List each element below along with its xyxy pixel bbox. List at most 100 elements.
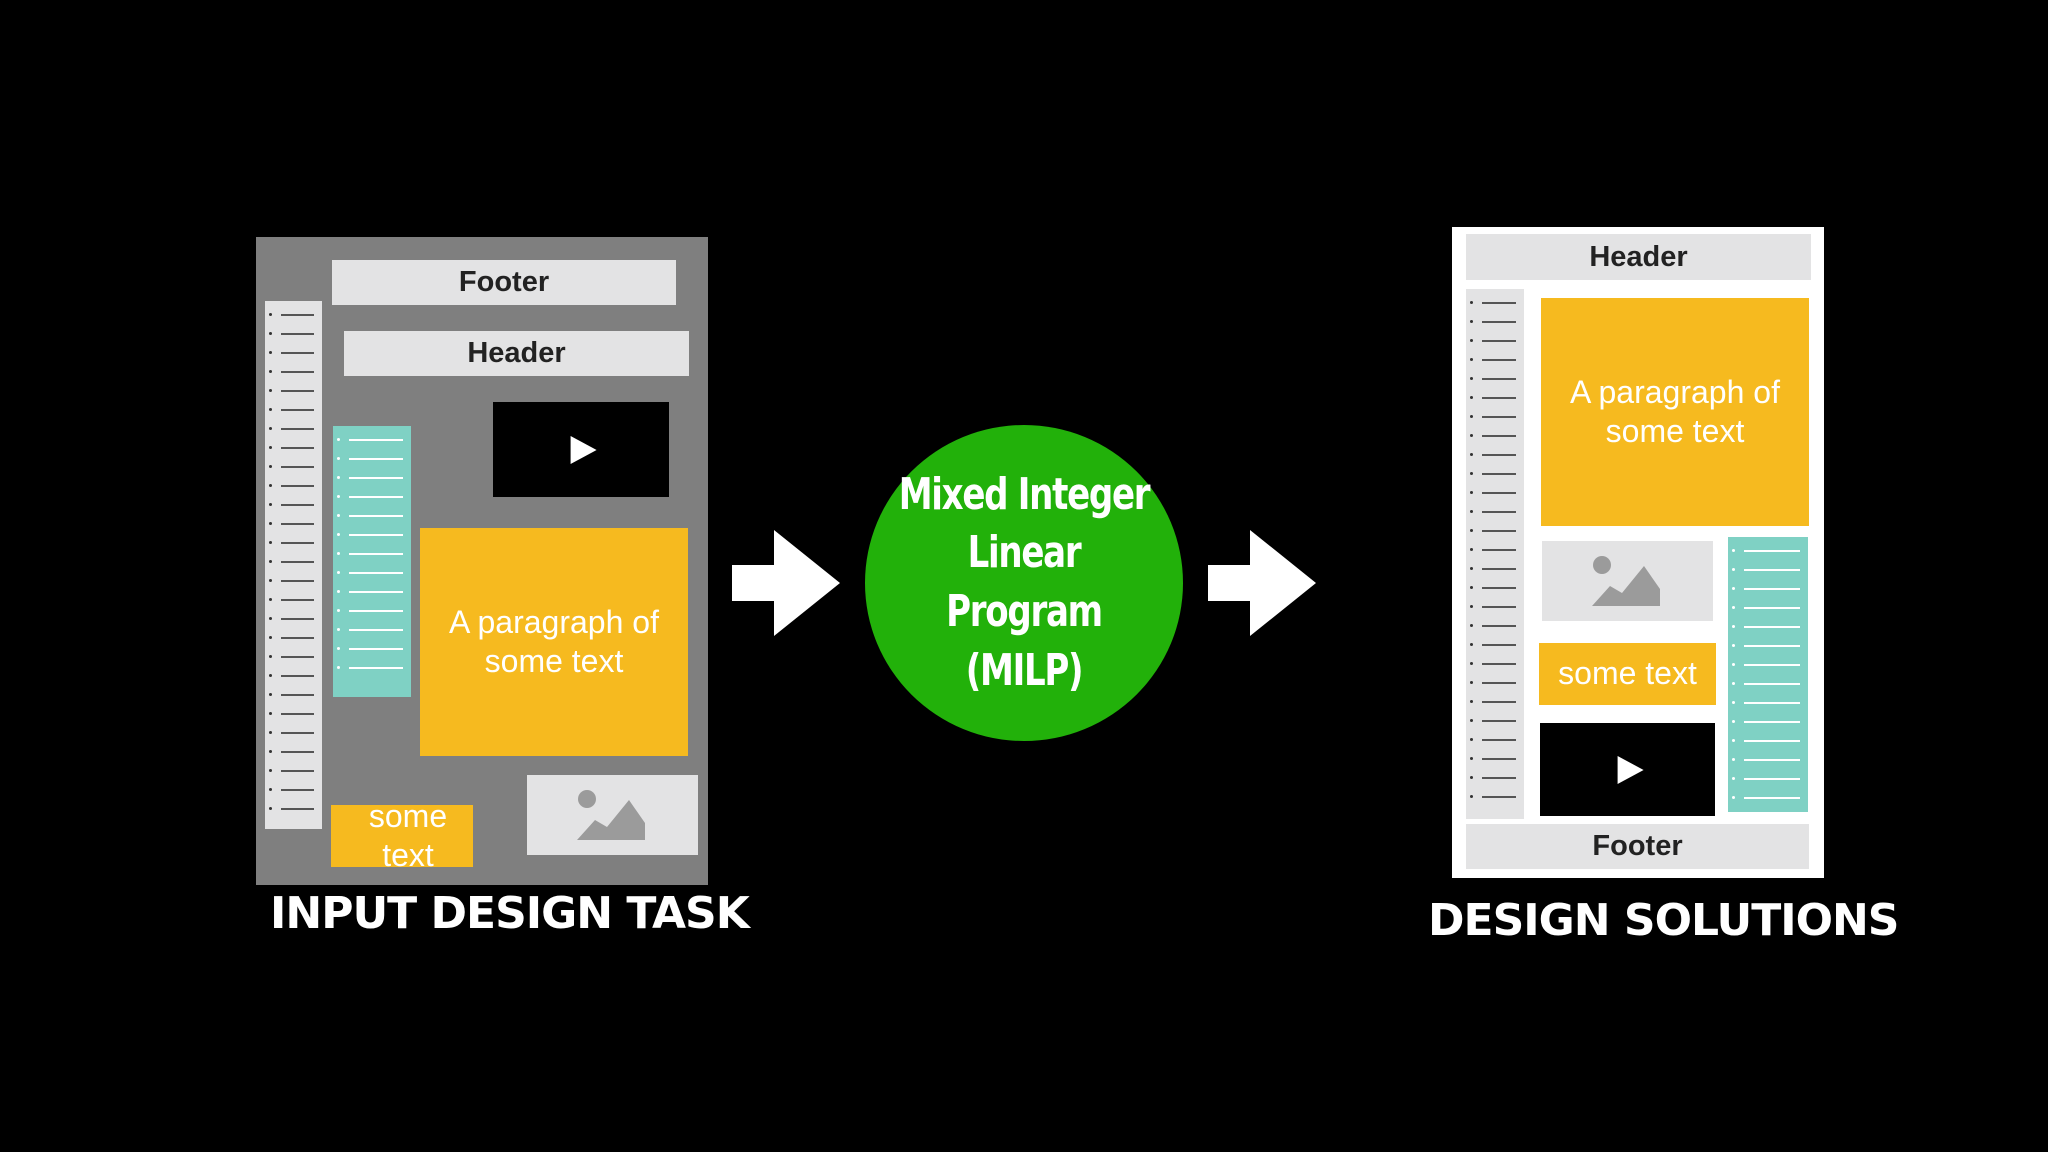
list-line	[337, 487, 411, 506]
list-line	[337, 449, 411, 468]
line	[1744, 568, 1800, 571]
line	[1744, 587, 1800, 590]
bullet-dot	[1732, 606, 1735, 609]
bullet-dot	[1732, 796, 1735, 799]
list-line	[269, 457, 322, 476]
line	[281, 332, 314, 335]
bullet-dot	[1732, 644, 1735, 647]
arrow-right-icon	[1208, 530, 1316, 636]
bullet-dot	[269, 769, 272, 772]
bullet-dot	[1470, 396, 1473, 399]
list-line	[1470, 464, 1524, 483]
bullet-dot	[1470, 757, 1473, 760]
input-design-panel: Footer Header A paragraph of some text s…	[256, 237, 708, 885]
list-line	[1470, 654, 1524, 673]
image-block	[1542, 541, 1713, 621]
image-block	[527, 775, 698, 855]
list-line	[1470, 768, 1524, 787]
line	[281, 313, 314, 316]
paragraph-block: A paragraph of some text	[1541, 298, 1809, 526]
line	[281, 655, 314, 658]
line	[281, 769, 314, 772]
line	[349, 438, 403, 441]
list-line	[269, 647, 322, 666]
line	[1482, 567, 1516, 570]
line	[349, 476, 403, 479]
list-line	[1470, 388, 1524, 407]
line	[1482, 662, 1516, 665]
list-line	[1470, 711, 1524, 730]
list-line	[269, 780, 322, 799]
list-line	[269, 628, 322, 647]
list-line	[269, 704, 322, 723]
list-line	[337, 468, 411, 487]
bullet-dot	[1470, 358, 1473, 361]
list-line	[1470, 559, 1524, 578]
line	[281, 712, 314, 715]
bullet-dot	[337, 571, 340, 574]
line	[1482, 529, 1516, 532]
bullet-dot	[337, 628, 340, 631]
list-line	[269, 362, 322, 381]
small-text-block: some text	[331, 798, 473, 873]
bullet-dot	[337, 552, 340, 555]
list-line	[269, 533, 322, 552]
design-solutions-caption: DESIGN SOLUTIONS	[1428, 895, 1899, 946]
list-line	[269, 400, 322, 419]
milp-label: Mixed Integer Linear Program (MILP)	[887, 466, 1160, 700]
line	[1482, 548, 1516, 551]
list-line	[269, 571, 322, 590]
list-line	[269, 590, 322, 609]
milp-line-2: Linear Program	[946, 527, 1103, 637]
list-line	[1732, 636, 1808, 655]
list-line	[1470, 369, 1524, 388]
line	[1744, 720, 1800, 723]
list-line	[337, 639, 411, 658]
line	[281, 465, 314, 468]
list-lines	[1470, 289, 1524, 806]
list-line	[1470, 578, 1524, 597]
list-line	[1470, 673, 1524, 692]
list-line	[1732, 655, 1808, 674]
list-line	[1470, 597, 1524, 616]
line	[281, 389, 314, 392]
list-lines	[337, 426, 411, 677]
line	[281, 446, 314, 449]
list-line	[337, 658, 411, 677]
bullet-dot	[337, 514, 340, 517]
list-line	[1470, 521, 1524, 540]
bullet-dot	[269, 693, 272, 696]
play-icon	[1617, 755, 1644, 784]
bullet-dot	[269, 351, 272, 354]
line	[281, 541, 314, 544]
bullet-dot	[1470, 567, 1473, 570]
bullet-dot	[1470, 700, 1473, 703]
bullet-dot	[337, 609, 340, 612]
line	[349, 533, 403, 536]
bullet-dot	[269, 446, 272, 449]
line	[281, 674, 314, 677]
bullet-dot	[1470, 472, 1473, 475]
line	[1744, 606, 1800, 609]
bullet-dot	[337, 457, 340, 460]
line	[1482, 320, 1516, 323]
bullet-dot	[269, 389, 272, 392]
list-line	[1732, 712, 1808, 731]
small-text: some text	[1558, 655, 1697, 692]
footer-block: Footer	[332, 260, 676, 305]
bullet-dot	[1732, 739, 1735, 742]
bullet-dot	[269, 541, 272, 544]
list-line	[1470, 692, 1524, 711]
line	[349, 457, 403, 460]
bullet-dot	[337, 533, 340, 536]
list-line	[1732, 579, 1808, 598]
line	[1482, 472, 1516, 475]
line	[281, 731, 314, 734]
line	[1482, 415, 1516, 418]
line	[281, 788, 314, 791]
list-line	[1732, 617, 1808, 636]
line	[281, 503, 314, 506]
bullet-dot	[1470, 548, 1473, 551]
list-line	[269, 609, 322, 628]
line	[349, 647, 403, 650]
